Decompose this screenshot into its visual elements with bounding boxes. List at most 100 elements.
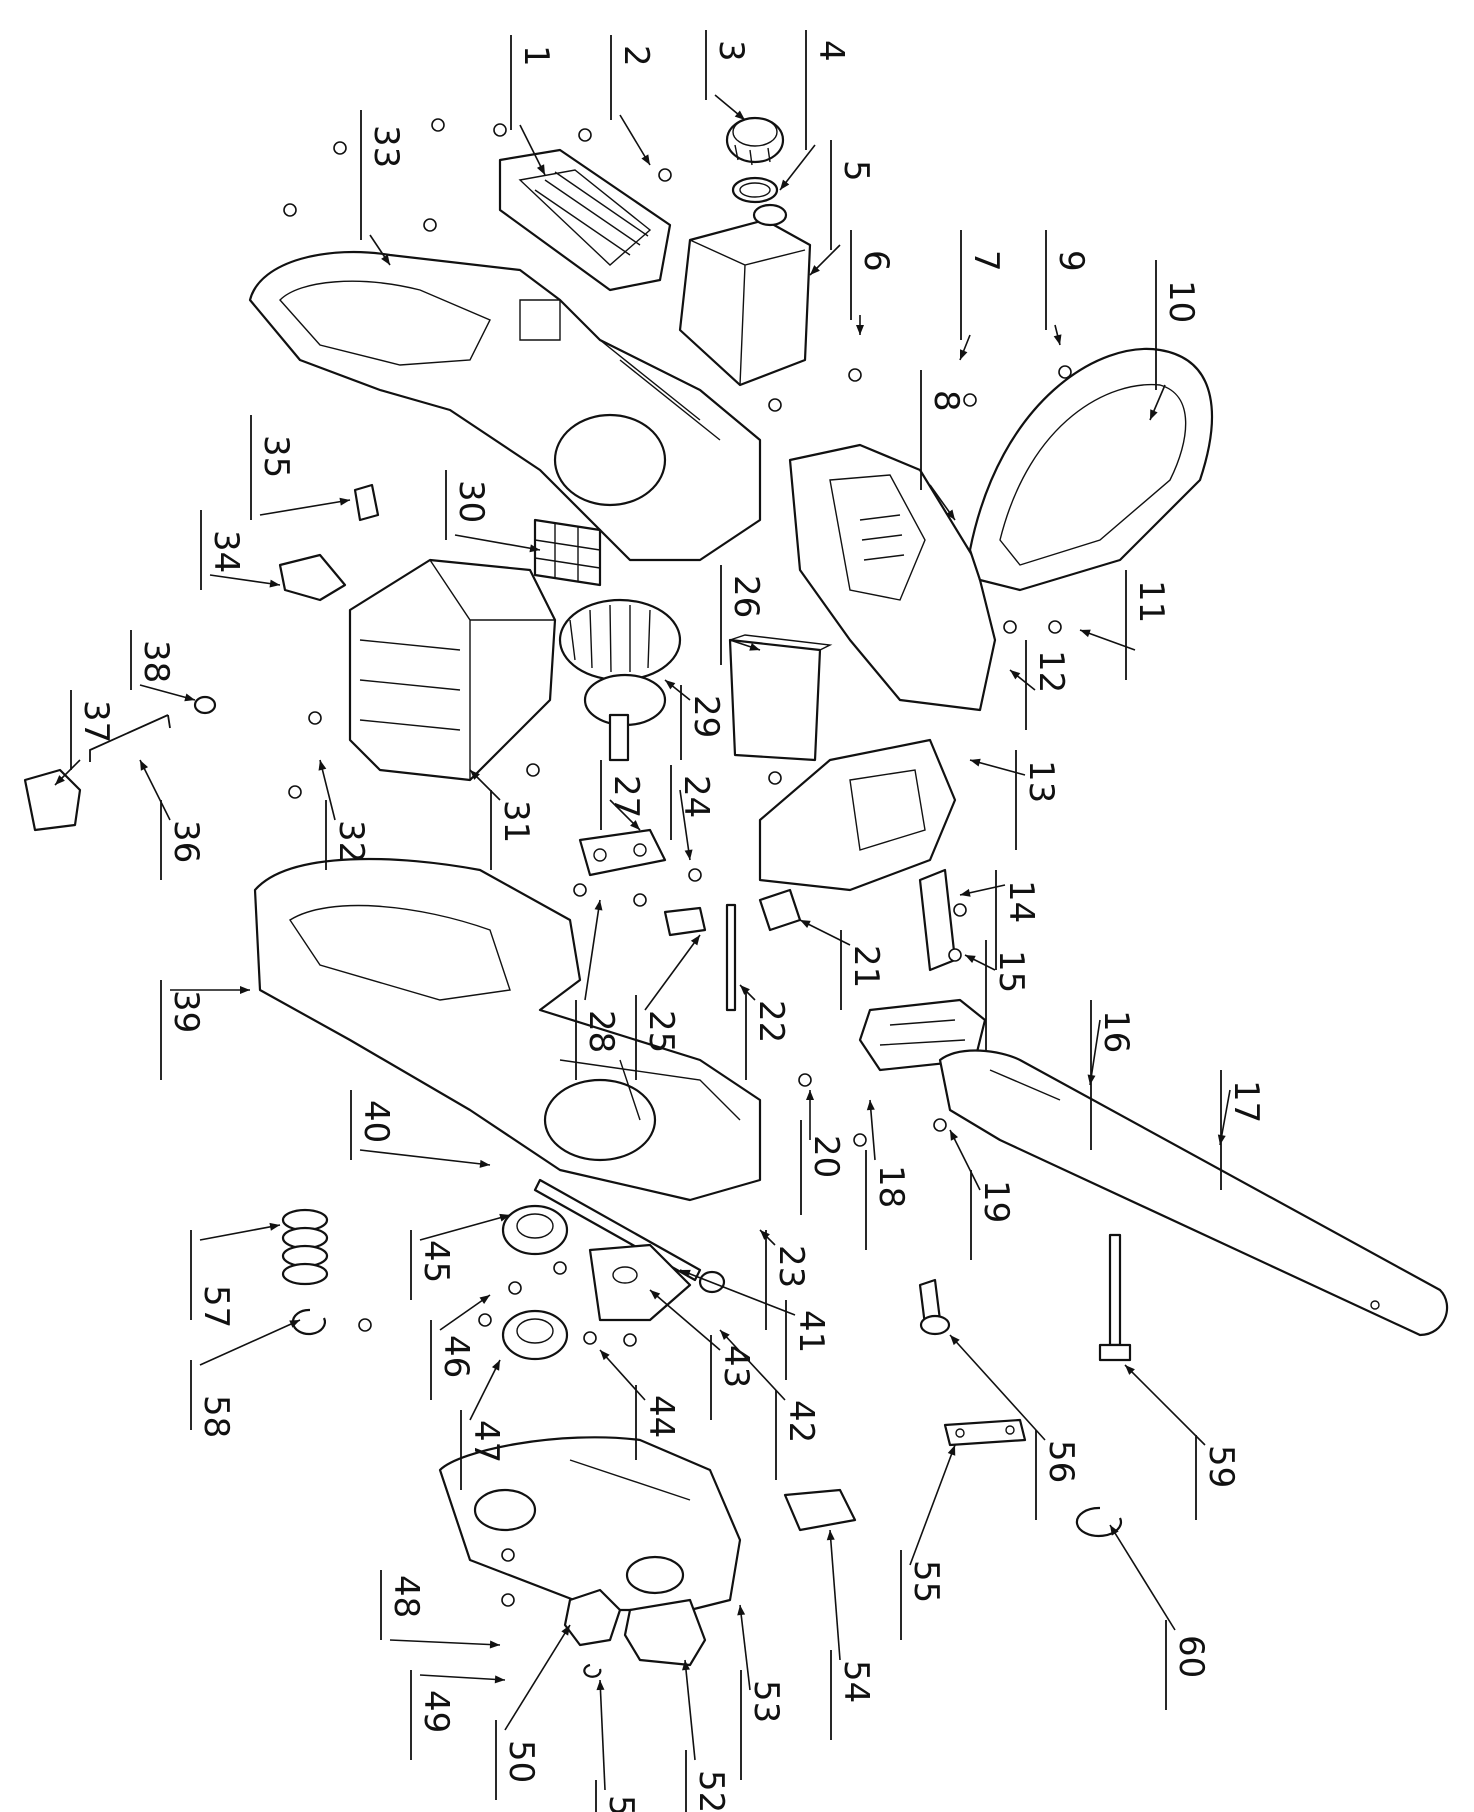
callout-19: 19 bbox=[949, 1129, 1016, 1260]
callout-label-19: 19 bbox=[976, 1180, 1016, 1223]
callout-leader-28 bbox=[584, 899, 601, 1001]
callout-arrow-17 bbox=[1217, 1134, 1226, 1145]
callout-label-51: 51 bbox=[601, 1795, 641, 1812]
callout-label-6: 6 bbox=[856, 250, 896, 272]
callout-20: 20 bbox=[800, 1090, 846, 1215]
callout-30: 30 bbox=[445, 470, 541, 553]
callout-13: 13 bbox=[969, 750, 1061, 850]
callout-label-35: 35 bbox=[256, 435, 296, 478]
callout-arrow-42 bbox=[720, 1330, 730, 1341]
screws bbox=[283, 118, 1072, 1607]
part-switch-box bbox=[23, 768, 82, 832]
callout-42: 42 bbox=[719, 1329, 821, 1480]
callout-arrow-7 bbox=[960, 349, 968, 360]
callout-label-8: 8 bbox=[926, 390, 966, 412]
callout-arrow-3 bbox=[734, 110, 745, 120]
callout-16: 16 bbox=[1087, 1000, 1136, 1150]
callout-label-12: 12 bbox=[1031, 650, 1071, 693]
callout-21: 21 bbox=[799, 919, 886, 1010]
callout-8: 8 bbox=[920, 370, 966, 521]
callout-45: 45 bbox=[410, 1213, 511, 1300]
callout-arrow-22 bbox=[740, 985, 750, 995]
callout-51: 51 bbox=[595, 1679, 641, 1812]
callout-60: 60 bbox=[1109, 1524, 1211, 1710]
part-handle-grip bbox=[758, 738, 957, 892]
callout-18: 18 bbox=[865, 1099, 911, 1250]
callout-arrow-28 bbox=[594, 900, 603, 911]
callout-39: 39 bbox=[160, 980, 250, 1080]
callout-leader-46 bbox=[439, 1294, 491, 1331]
callout-label-59: 59 bbox=[1201, 1445, 1241, 1488]
callout-arrow-56 bbox=[950, 1335, 960, 1346]
callout-label-9: 9 bbox=[1051, 250, 1091, 272]
part-clip bbox=[663, 906, 707, 937]
callout-arrow-9 bbox=[1053, 334, 1062, 345]
callout-label-44: 44 bbox=[641, 1395, 681, 1438]
callout-14: 14 bbox=[959, 870, 1041, 970]
callout-47: 47 bbox=[460, 1359, 506, 1490]
callout-15: 15 bbox=[964, 940, 1031, 1050]
callout-arrow-43 bbox=[650, 1290, 661, 1300]
callout-23: 23 bbox=[759, 1229, 811, 1330]
callout-38: 38 bbox=[130, 630, 196, 702]
callout-4: 4 bbox=[779, 30, 851, 191]
callout-arrow-49 bbox=[494, 1675, 505, 1684]
callout-53: 53 bbox=[737, 1604, 786, 1780]
callout-arrow-8 bbox=[945, 509, 955, 520]
part-sprocket-lower bbox=[501, 1309, 569, 1361]
part-c-clip bbox=[291, 1308, 326, 1336]
callout-7: 7 bbox=[959, 230, 1006, 361]
callout-36: 36 bbox=[139, 759, 206, 880]
part-front-handle bbox=[968, 347, 1214, 592]
callout-32: 32 bbox=[318, 759, 371, 870]
callout-label-60: 60 bbox=[1171, 1635, 1211, 1678]
callout-label-23: 23 bbox=[771, 1245, 811, 1288]
callout-arrow-52 bbox=[682, 1660, 690, 1671]
callout-arrow-33 bbox=[381, 254, 390, 265]
callout-arrow-36 bbox=[140, 760, 149, 771]
callout-arrow-15 bbox=[965, 955, 976, 964]
callout-31: 31 bbox=[469, 769, 536, 870]
callout-leader-50 bbox=[504, 1624, 571, 1731]
callout-59: 59 bbox=[1124, 1364, 1241, 1520]
callout-arrow-6 bbox=[856, 325, 864, 335]
part-lower-housing bbox=[253, 857, 762, 1202]
callout-leader-52 bbox=[684, 1659, 696, 1761]
callout-12: 12 bbox=[1009, 640, 1071, 730]
callout-arrow-41 bbox=[680, 1269, 691, 1278]
part-sprocket-upper bbox=[501, 1204, 569, 1256]
part-oil-cap bbox=[725, 116, 785, 166]
callout-9: 9 bbox=[1045, 230, 1091, 346]
part-lock-button bbox=[278, 553, 347, 602]
callout-label-25: 25 bbox=[641, 1010, 681, 1053]
part-gear-cover bbox=[588, 1243, 692, 1322]
callout-label-58: 58 bbox=[196, 1395, 236, 1438]
callout-leader-25 bbox=[644, 934, 701, 1011]
callout-arrow-46 bbox=[479, 1295, 490, 1305]
callout-55: 55 bbox=[900, 1444, 956, 1640]
part-oil-tank bbox=[678, 203, 812, 387]
callout-24: 24 bbox=[670, 765, 716, 861]
callout-25: 25 bbox=[635, 934, 701, 1080]
part-rings bbox=[281, 1208, 329, 1286]
callout-arrow-11 bbox=[1080, 629, 1091, 638]
callout-label-43: 43 bbox=[716, 1345, 756, 1388]
callout-label-14: 14 bbox=[1001, 880, 1041, 923]
callout-44: 44 bbox=[599, 1349, 681, 1460]
part-plate bbox=[943, 1418, 1027, 1447]
callout-leader-41 bbox=[679, 1269, 796, 1316]
callout-37: 37 bbox=[54, 690, 116, 786]
callout-arrow-19 bbox=[950, 1130, 959, 1141]
callout-label-52: 52 bbox=[691, 1770, 731, 1812]
callout-22: 22 bbox=[739, 984, 791, 1080]
callout-arrow-53 bbox=[737, 1605, 746, 1616]
callout-arrow-48 bbox=[489, 1640, 500, 1649]
callout-arrow-35 bbox=[339, 497, 350, 506]
callout-leader-58 bbox=[199, 1319, 301, 1366]
callout-28: 28 bbox=[575, 899, 621, 1080]
callout-label-34: 34 bbox=[206, 530, 246, 573]
part-wedge bbox=[783, 1488, 857, 1532]
callout-label-54: 54 bbox=[836, 1660, 876, 1703]
